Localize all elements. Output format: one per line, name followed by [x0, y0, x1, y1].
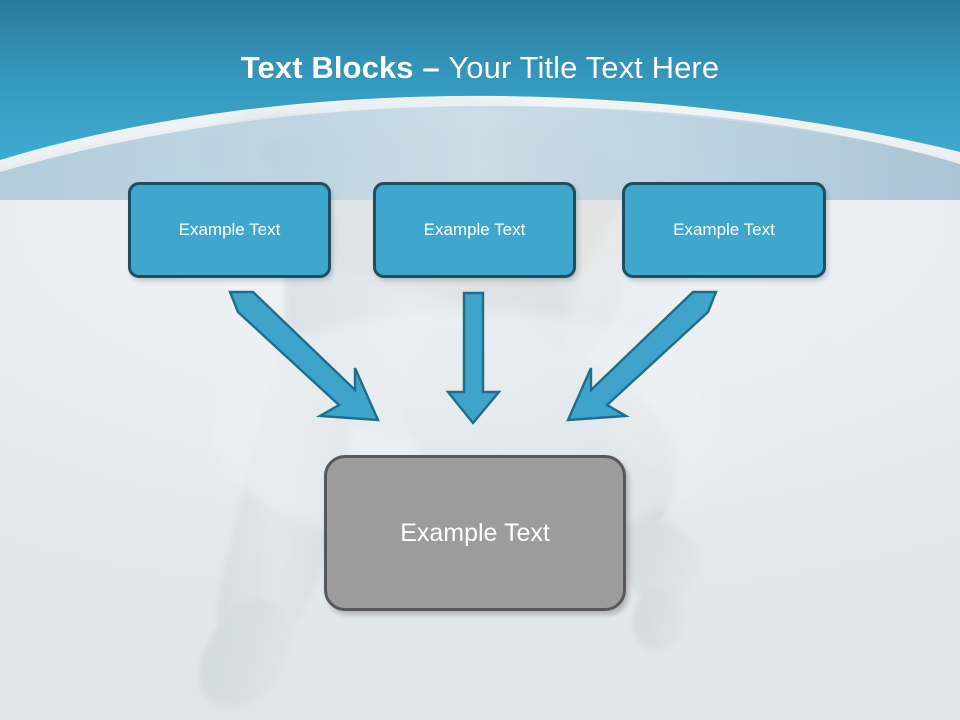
result-text-block-label: Example Text [400, 518, 550, 547]
header-band [0, 0, 960, 200]
text-block-2-label: Example Text [423, 220, 526, 239]
text-block-1-label: Example Text [178, 220, 281, 239]
text-block-3[interactable]: Example Text [622, 182, 826, 278]
text-block-2[interactable]: Example Text [373, 182, 576, 278]
text-block-3-label: Example Text [673, 220, 775, 239]
result-text-block[interactable]: Example Text [324, 455, 626, 611]
page-title-light: Your Title Text Here [448, 50, 720, 85]
page-title-strong: Text Blocks – [240, 50, 449, 85]
page-title: Text Blocks – Your Title Text Here [0, 50, 960, 86]
text-block-1[interactable]: Example Text [128, 182, 331, 278]
